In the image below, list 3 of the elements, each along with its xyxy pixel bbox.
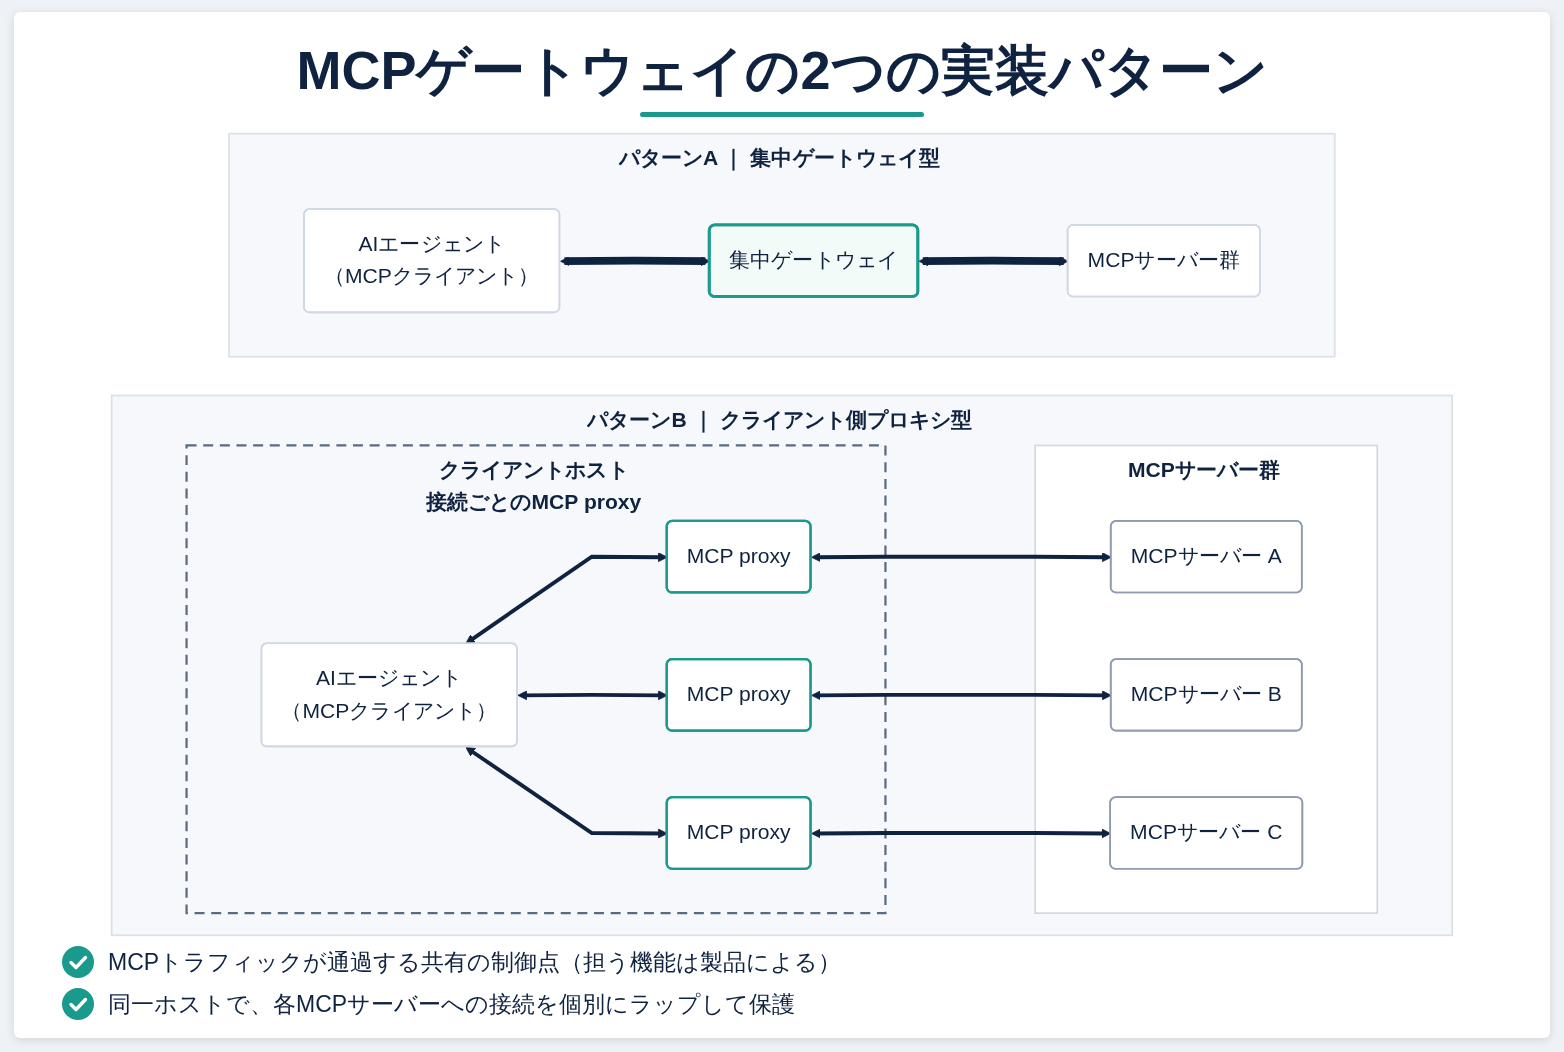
title: MCPゲートウェイの2つの実装パターン <box>296 39 1268 102</box>
note-text: 同一ホストで、各MCPサーバーへの接続を個別にラップして保護 <box>108 990 796 1019</box>
note-text: MCPトラフィックが通過する共有の制御点（担う機能は製品による） <box>108 948 842 977</box>
